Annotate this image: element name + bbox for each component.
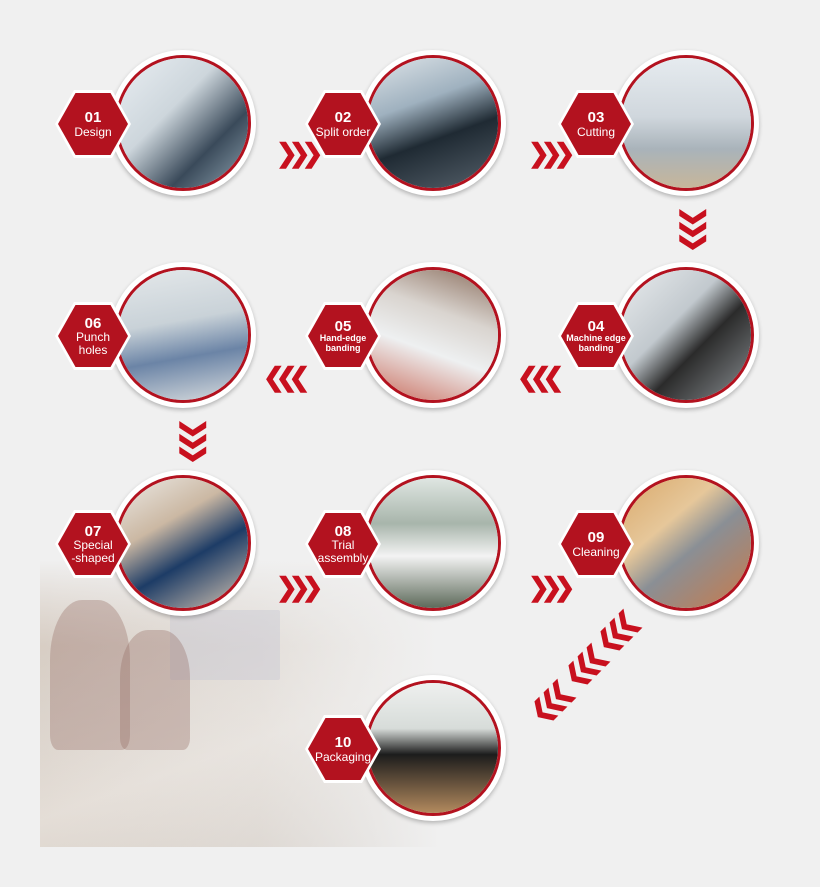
step-label: Special -shaped <box>71 538 115 565</box>
step-number: 08 <box>334 522 352 540</box>
arrow-left-icon: ❯❯❯ <box>526 362 565 392</box>
step-number: 04 <box>587 317 605 335</box>
arrow-right-icon: ❯❯❯ <box>528 138 575 168</box>
arrow-diagonal-icon: ❯❯❯ <box>567 640 616 690</box>
step-07-special-shaped: 07 Special -shaped <box>52 470 256 630</box>
step-label: Split order <box>315 124 371 139</box>
step-number: 09 <box>587 528 605 546</box>
arrow-down-icon: ❯❯❯ <box>180 417 211 457</box>
step-number: 01 <box>84 108 102 126</box>
step-label: Packaging <box>314 749 372 764</box>
arrow-right-icon: ❯❯❯ <box>528 572 575 602</box>
step-number: 05 <box>334 317 352 335</box>
step-label: Cleaning <box>572 544 620 559</box>
arrow-right-icon: ❯❯❯ <box>276 138 323 168</box>
step-04-machine-edge-banding: 04 Machine edge banding <box>555 262 759 422</box>
step-06-punch-holes: 06 Punch holes <box>52 262 256 422</box>
arrow-diagonal-icon: ❯❯❯ <box>533 676 582 726</box>
step-label: Hand-edge banding <box>319 333 367 353</box>
step-08-trial-assembly: 08 Trial assembly <box>302 470 506 630</box>
step-label: Machine edge banding <box>566 333 626 353</box>
step-05-hand-edge-banding: 05 Hand-edge banding <box>302 262 506 422</box>
step-label: Punch holes <box>75 330 111 357</box>
step-label: Cutting <box>576 124 616 139</box>
step-number: 02 <box>334 108 352 126</box>
step-label: Trial assembly <box>317 538 369 565</box>
step-number: 06 <box>84 314 102 332</box>
step-09-cleaning: 09 Cleaning <box>555 470 759 630</box>
step-03-cutting: 03 Cutting <box>555 50 759 210</box>
step-01-design: 01 Design <box>52 50 256 210</box>
step-number: 03 <box>587 108 605 126</box>
arrow-right-icon: ❯❯❯ <box>276 572 323 602</box>
step-label: Design <box>74 124 112 139</box>
step-02-split-order: 02 Split order <box>302 50 506 210</box>
arrow-down-icon: ❯❯❯ <box>680 205 711 245</box>
arrow-left-icon: ❯❯❯ <box>272 362 311 392</box>
step-10-packaging: 10 Packaging <box>302 675 506 835</box>
step-number: 07 <box>84 522 102 540</box>
step-number: 10 <box>334 733 352 751</box>
